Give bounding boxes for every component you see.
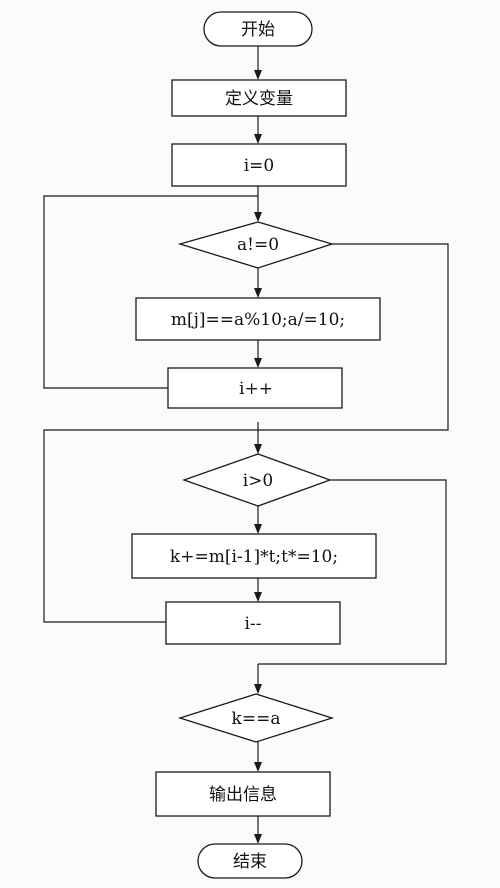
arrowhead [254,762,262,772]
loop2-body-node: k+=m[i-1]*t;t*=10; [131,533,377,579]
cond-a-diamond [177,221,335,269]
arrowhead [254,358,262,368]
loop1-body-label: m[j]==a%10;a/=10; [171,310,345,330]
cond-i-label: i>0 [243,471,274,491]
arrowhead [254,134,262,144]
cond-i-node: i>0 [182,453,332,507]
start-node: 开始 [203,11,313,47]
start-label: 开始 [241,20,275,40]
arrowhead [254,684,262,694]
define-vars-node: 定义变量 [171,79,347,117]
cond-k-label: k==a [232,709,281,729]
arrowhead [254,288,262,298]
arrowhead [254,212,262,222]
output-node: 输出信息 [155,771,331,817]
arrowheads [254,70,262,844]
arrowhead [254,834,262,844]
inc-i-box [167,367,343,409]
init-i-box [171,143,347,187]
dec-i-label: i-- [245,614,262,634]
cond-k-diamond [177,693,335,743]
init-i-label: i=0 [244,156,275,176]
arrowhead [254,444,262,454]
start-terminator [203,11,313,47]
inc-i-node: i++ [167,367,343,409]
connector-loop2-back [43,429,258,623]
loop1-body-node: m[j]==a%10;a/=10; [135,297,381,341]
dec-i-box [165,601,341,645]
inc-i-label: i++ [239,379,273,399]
connector-conda-exit [258,243,449,431]
connector-condi-exit [258,479,447,665]
define-vars-label: 定义变量 [225,89,293,109]
cond-k-node: k==a [177,693,335,743]
cond-i-diamond [182,453,332,507]
arrowhead [254,592,262,602]
end-terminator [197,843,303,879]
output-label: 输出信息 [209,785,277,805]
end-label: 结束 [233,852,267,872]
output-box [155,771,331,817]
loop1-body-box [135,297,381,341]
cond-a-label: a!=0 [237,235,279,255]
loop2-body-box [131,533,377,579]
end-node: 结束 [197,843,303,879]
init-i-node: i=0 [171,143,347,187]
cond-a-node: a!=0 [177,221,335,269]
define-vars-box [171,79,347,117]
connector-loop1-back [43,195,258,389]
arrowhead [254,70,262,80]
loop2-body-label: k+=m[i-1]*t;t*=10; [170,547,338,567]
arrowhead [254,524,262,534]
dec-i-node: i-- [165,601,341,645]
